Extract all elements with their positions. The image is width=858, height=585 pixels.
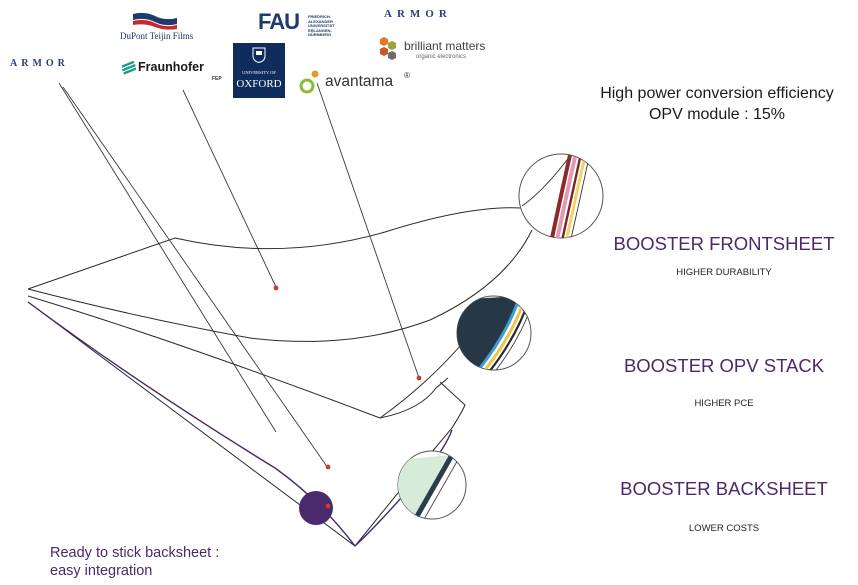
oxford-text: OXFORD xyxy=(236,78,282,90)
fau-logo: FAU FRIEDRICH-ALEXANDER UNIVERSITÄT ERLA… xyxy=(258,9,354,39)
headline-line-2: OPV module : 15% xyxy=(648,106,786,123)
dupont-logo xyxy=(131,12,179,35)
pointer-line-armor-b xyxy=(62,86,329,469)
armor-logo-left-text: ARMOR xyxy=(10,58,69,69)
headline-line-1: High power conversion efficiency xyxy=(600,85,834,102)
oxford-logo: UNIVERSITY OF OXFORD xyxy=(233,43,285,98)
armor-logo-top: ARMOR xyxy=(384,8,452,20)
marker-dot-middle xyxy=(416,375,422,381)
oxford-crest-icon xyxy=(252,47,266,63)
marker-dot-callout xyxy=(325,503,331,509)
pointer-line-fraunhofer xyxy=(182,89,277,288)
fraunhofer-subtext: FEP xyxy=(212,76,222,82)
fraunhofer-bars-icon xyxy=(122,61,136,75)
armor-logo-top-text: ARMOR xyxy=(384,8,452,20)
callout-line-1: Ready to stick backsheet : xyxy=(50,545,220,561)
callout-line-2: easy integration xyxy=(50,563,153,579)
fau-logo-text: FAU xyxy=(258,9,300,34)
layer-caption-frontsheet: HIGHER DURABILITY xyxy=(676,267,772,278)
backsheet-callout-circle xyxy=(299,491,333,525)
dupont-flag-icon xyxy=(133,12,177,30)
brilliant-matters-subtext: organic electronics xyxy=(416,54,467,60)
zoom-opv-stack xyxy=(456,295,532,371)
marker-dot-back xyxy=(325,464,331,470)
layer-caption-backsheet: LOWER COSTS xyxy=(688,523,760,534)
zoom-frontsheet xyxy=(518,153,604,239)
pointer-lines xyxy=(58,82,420,469)
pointer-line-avantama xyxy=(316,82,420,379)
sheet-back-outline xyxy=(27,301,466,547)
fau-line-2: UNIVERSITÄT xyxy=(308,23,335,29)
sheet-front-outline xyxy=(27,207,523,290)
dupont-text: DuPont Teijin Films xyxy=(120,31,194,41)
layer-title-backsheet: BOOSTER BACKSHEET xyxy=(620,478,828,499)
brilliant-matters-logo: brilliant matters organic electronics xyxy=(378,35,488,65)
layer-title-frontsheet: BOOSTER FRONTSHEET xyxy=(613,233,835,254)
brilliant-matters-text: brilliant matters xyxy=(404,39,486,53)
layer-title-opv-stack: BOOSTER OPV STACK xyxy=(623,355,825,376)
armor-logo-left: ARMOR xyxy=(10,58,69,69)
avantama-mark-icon xyxy=(299,70,319,94)
oxford-small-text: UNIVERSITY OF xyxy=(242,70,276,75)
fau-line-3: ERLANGEN-NÜRNBERG xyxy=(308,27,332,38)
avantama-registered-mark: ® xyxy=(404,71,410,80)
avantama-logo: avantama ® xyxy=(299,69,414,97)
fau-logo-subtext: FRIEDRICH-ALEXANDER UNIVERSITÄT ERLANGEN… xyxy=(308,14,354,38)
pointer-line-armor-a xyxy=(58,82,277,433)
backsheet-callout-text: Ready to stick backsheet : easy integrat… xyxy=(50,544,219,580)
headline: High power conversion efficiency OPV mod… xyxy=(576,83,858,125)
sheet-middle-outline xyxy=(27,295,449,419)
hexagon-cluster-icon xyxy=(380,37,396,60)
zoom-backsheet xyxy=(397,450,467,520)
fraunhofer-text: Fraunhofer xyxy=(138,60,204,74)
fau-line-1: FRIEDRICH-ALEXANDER xyxy=(308,14,333,24)
sheet-front-edge xyxy=(27,229,533,342)
marker-dot-front xyxy=(273,285,279,291)
layer-caption-opv-stack: HIGHER PCE xyxy=(694,398,754,409)
avantama-text: avantama xyxy=(325,73,394,90)
